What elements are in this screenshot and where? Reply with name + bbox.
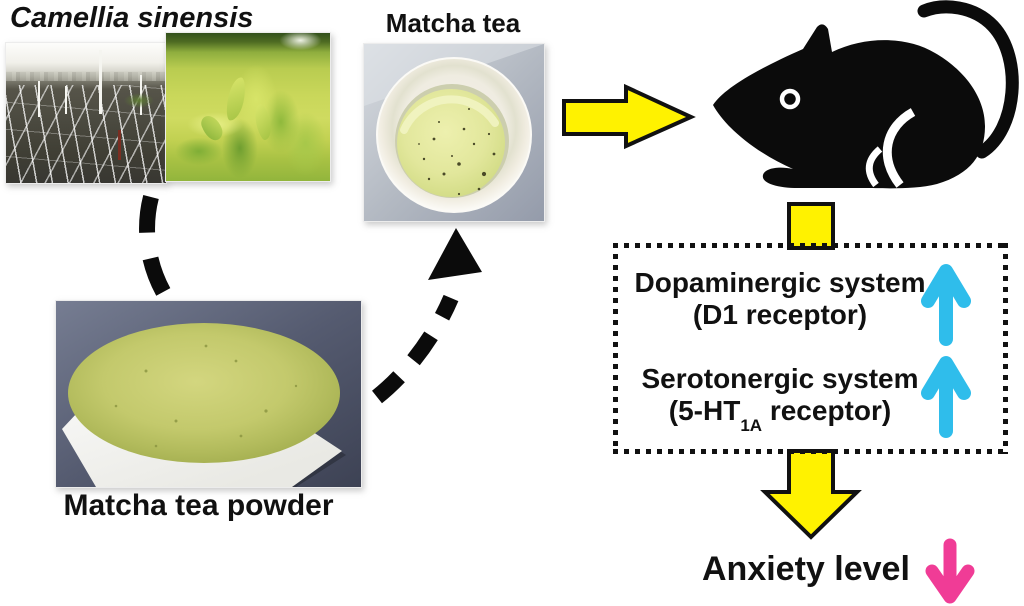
anxiety-down-arrow-icon <box>925 538 975 604</box>
receptor-post: receptor) <box>762 395 892 426</box>
anxiety-level-label: Anxiety level <box>702 550 910 588</box>
matcha-powder-illustration <box>56 301 361 487</box>
matcha-cup-illustration <box>364 44 544 221</box>
serotonergic-system-label: Serotonergic system <box>641 363 919 394</box>
5ht1a-receptor-label: (5-HT1A receptor) <box>621 395 939 434</box>
field-pole <box>38 80 40 117</box>
field-pole <box>98 50 102 114</box>
matcha-powder-label: Matcha tea powder <box>63 489 334 522</box>
up-arrowhead-icon <box>428 228 482 280</box>
powder-speckles <box>114 344 298 448</box>
box-border-left <box>613 243 618 454</box>
mouse-hindleg-line <box>882 108 916 188</box>
matcha-tea-photo <box>363 43 545 222</box>
tea-leaf <box>225 76 248 123</box>
receptor-sub: 1A <box>740 415 763 435</box>
d1-receptor-label: (D1 receptor) <box>692 299 868 330</box>
tea-leaf <box>198 112 225 144</box>
field-bush <box>124 93 155 109</box>
box-border-right <box>1003 243 1008 454</box>
dashed-arrow-powder-to-cup <box>371 294 459 404</box>
matcha-tea-label: Matcha tea <box>385 8 521 38</box>
right-arrow-icon <box>562 83 696 150</box>
dashed-arrow-field-to-powder <box>139 195 179 311</box>
mouse-tail <box>917 0 1019 159</box>
mouse-silhouette-icon <box>713 0 1019 189</box>
mouse-hindleg-line <box>865 146 883 188</box>
species-title: Camellia sinensis <box>10 2 254 34</box>
dopaminergic-system-label: Dopaminergic system <box>634 267 926 298</box>
field-pole <box>65 86 68 115</box>
matcha-powder-photo <box>55 300 362 488</box>
mouse-body <box>713 24 985 189</box>
big-down-arrow-icon <box>760 449 862 540</box>
field-horizon <box>6 72 166 81</box>
box-border-top <box>613 243 1008 248</box>
receptor-pre: (5-HT <box>668 395 741 426</box>
tea-leaves-photo <box>165 32 331 182</box>
down-connector <box>787 202 835 250</box>
tea-field-photo <box>5 42 167 184</box>
box-border-bottom <box>613 449 1008 454</box>
tea-speckles <box>418 108 496 196</box>
tea-leaf <box>251 102 275 142</box>
field-stake <box>118 129 121 160</box>
neurotransmitter-box: Dopaminergic system (D1 receptor) Seroto… <box>613 243 1008 454</box>
mouse-eye <box>779 88 801 110</box>
